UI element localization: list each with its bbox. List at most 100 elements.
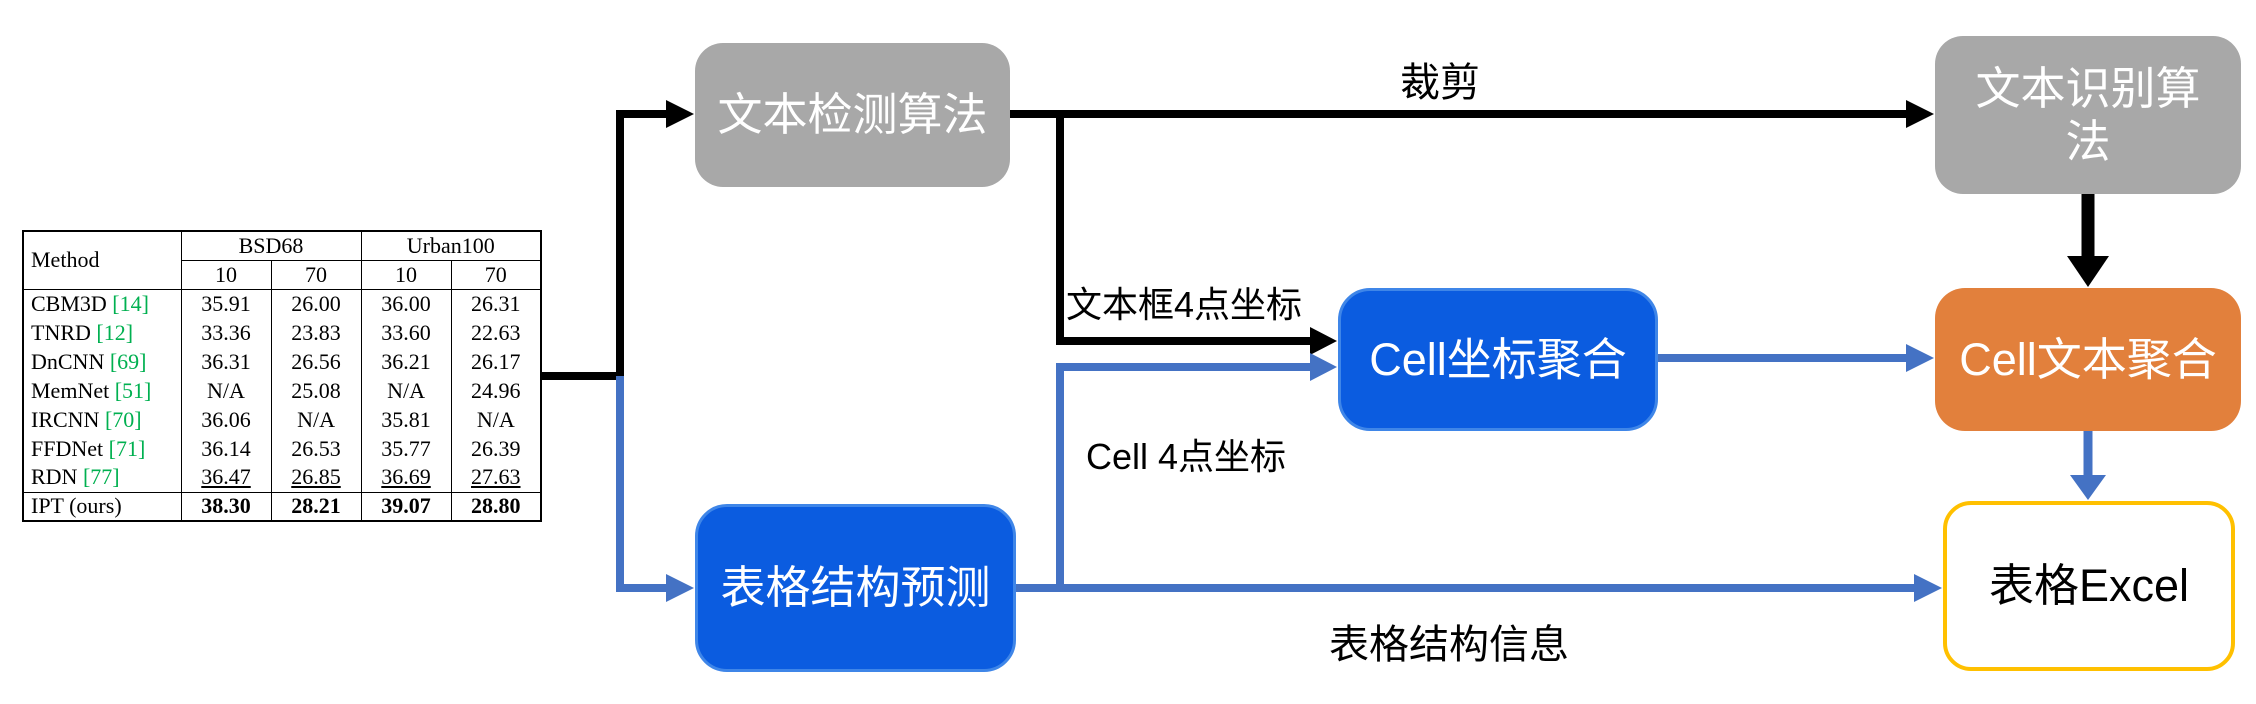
arrow-cell-text-to-excel (2070, 431, 2106, 500)
value-cell: 33.60 (360, 318, 452, 347)
value-cell: 26.31 (450, 289, 542, 318)
value-cell: 25.08 (270, 376, 362, 405)
citation: [69] (109, 348, 147, 374)
method-cell: MemNet [51] (22, 376, 181, 405)
node-text-detection: 文本检测算法 (695, 43, 1010, 187)
value-cell: 35.91 (180, 289, 271, 318)
subheader-cell: 10 (180, 260, 271, 290)
results-table: Method BSD68 Urban100 10 70 10 70 CBM3D … (22, 230, 543, 522)
node-label: Cell文本聚合 (1959, 333, 2217, 385)
node-label: Cell坐标聚合 (1369, 333, 1627, 385)
subheader-cell: 70 (450, 260, 542, 290)
value-cell: N/A (360, 376, 452, 405)
value-cell: 38.30 (180, 491, 271, 521)
header-urban100: Urban100 (360, 231, 542, 261)
arrowhead-icon (1906, 344, 1934, 372)
value-cell: 26.85 (270, 463, 362, 492)
value-cell: 36.00 (360, 289, 452, 318)
method-cell: DnCNN [69] (22, 347, 181, 376)
node-label: 文本检测算法 (717, 89, 988, 141)
node-table-excel: 表格Excel (1943, 501, 2235, 671)
arrow-detection-to-cell-coord (1056, 114, 1337, 355)
citation: [77] (82, 464, 120, 490)
edge-label-table-structure-info: 表格结构信息 (1329, 623, 1569, 667)
method-name: MemNet (31, 377, 110, 403)
arrow-detection-to-recognition (1010, 100, 1934, 128)
arrow-cell-coord-to-cell-text (1658, 344, 1934, 372)
arrow-input-to-detection (540, 100, 694, 380)
method-cell: CBM3D [14] (22, 289, 181, 318)
value-cell: N/A (270, 405, 362, 434)
arrow-input-to-structure (616, 376, 694, 602)
header-bsd68: BSD68 (180, 231, 362, 261)
method-cell: IPT (ours) (22, 491, 181, 521)
arrow-line (540, 110, 666, 380)
citation: [71] (108, 435, 146, 461)
arrow-line (1056, 114, 1310, 345)
arrowhead-icon (1310, 327, 1337, 355)
citation: [12] (96, 319, 134, 345)
table-row: TNRD [12] 33.36 23.83 33.60 22.63 (22, 318, 542, 347)
arrowhead-icon (1914, 574, 1942, 602)
table-subheader-row: 10 70 10 70 (23, 260, 542, 290)
value-cell: 39.07 (360, 491, 452, 521)
value-cell: 28.21 (270, 491, 362, 521)
value-cell: 24.96 (450, 376, 542, 405)
value-cell: N/A (180, 376, 271, 405)
value-cell: 36.31 (180, 347, 271, 376)
citation: [70] (104, 406, 142, 432)
arrowhead-icon (666, 100, 694, 128)
value-cell: 35.81 (360, 405, 452, 434)
value-cell: N/A (450, 405, 542, 434)
value-cell: 33.36 (180, 318, 271, 347)
arrow-line (616, 376, 666, 592)
node-label: 表格结构预测 (720, 562, 991, 614)
value-cell: 26.53 (270, 434, 362, 463)
value-cell: 26.56 (270, 347, 362, 376)
arrowhead-icon (1310, 353, 1337, 381)
arrowhead-icon (666, 574, 694, 602)
table-header-row: Method BSD68 Urban100 (22, 231, 542, 290)
table-row: CBM3D [14] 35.91 26.00 36.00 26.31 (22, 289, 542, 318)
node-cell-coord-aggregation: Cell坐标聚合 (1338, 288, 1658, 431)
value-cell: 36.69 (360, 463, 452, 492)
node-label: 文本识别算法 (1975, 62, 2201, 167)
edge-label-text-box-coords: 文本框4点坐标 (1065, 284, 1303, 325)
method-cell: RDN [77] (22, 463, 181, 492)
table-row: FFDNet [71] 36.14 26.53 35.77 26.39 (22, 434, 542, 463)
value-cell: 22.63 (450, 318, 542, 347)
subheader-cell: 10 (360, 260, 452, 290)
table-row: IRCNN [70] 36.06 N/A 35.81 N/A (22, 405, 542, 434)
table-row: DnCNN [69] 36.31 26.56 36.21 26.17 (22, 347, 542, 376)
node-text-recognition: 文本识别算法 (1935, 36, 2241, 194)
arrow-line (1056, 363, 1310, 588)
citation: [14] (112, 290, 149, 316)
value-cell: 26.39 (450, 434, 542, 463)
value-cell: 36.21 (360, 347, 452, 376)
method-cell: IRCNN [70] (22, 405, 181, 434)
node-label: 表格Excel (1988, 560, 2190, 612)
method-name: CBM3D (31, 290, 107, 316)
value-cell: 36.14 (180, 434, 271, 463)
value-cell: 28.80 (450, 491, 542, 521)
value-cell: 27.63 (450, 463, 542, 492)
arrowhead-icon (1906, 100, 1934, 128)
value-cell: 26.17 (450, 347, 542, 376)
table-row: IPT (ours) 38.30 28.21 39.07 28.80 (22, 491, 542, 521)
value-cell: 36.47 (180, 463, 271, 492)
arrowhead-icon (2070, 475, 2106, 500)
value-cell: 26.00 (270, 289, 362, 318)
value-cell: 35.77 (360, 434, 452, 463)
method-name: TNRD (31, 319, 91, 345)
method-name: FFDNet (31, 435, 104, 461)
table-row: MemNet [51] N/A 25.08 N/A 24.96 (22, 376, 542, 405)
value-cell: 23.83 (270, 318, 362, 347)
method-name: IRCNN (31, 406, 100, 432)
table-row: RDN [77] 36.47 26.85 36.69 27.63 (22, 463, 542, 492)
header-method: Method (22, 231, 181, 290)
method-cell: TNRD [12] (22, 318, 181, 347)
node-cell-text-aggregation: Cell文本聚合 (1935, 288, 2241, 431)
arrow-structure-to-excel (1016, 574, 1942, 602)
